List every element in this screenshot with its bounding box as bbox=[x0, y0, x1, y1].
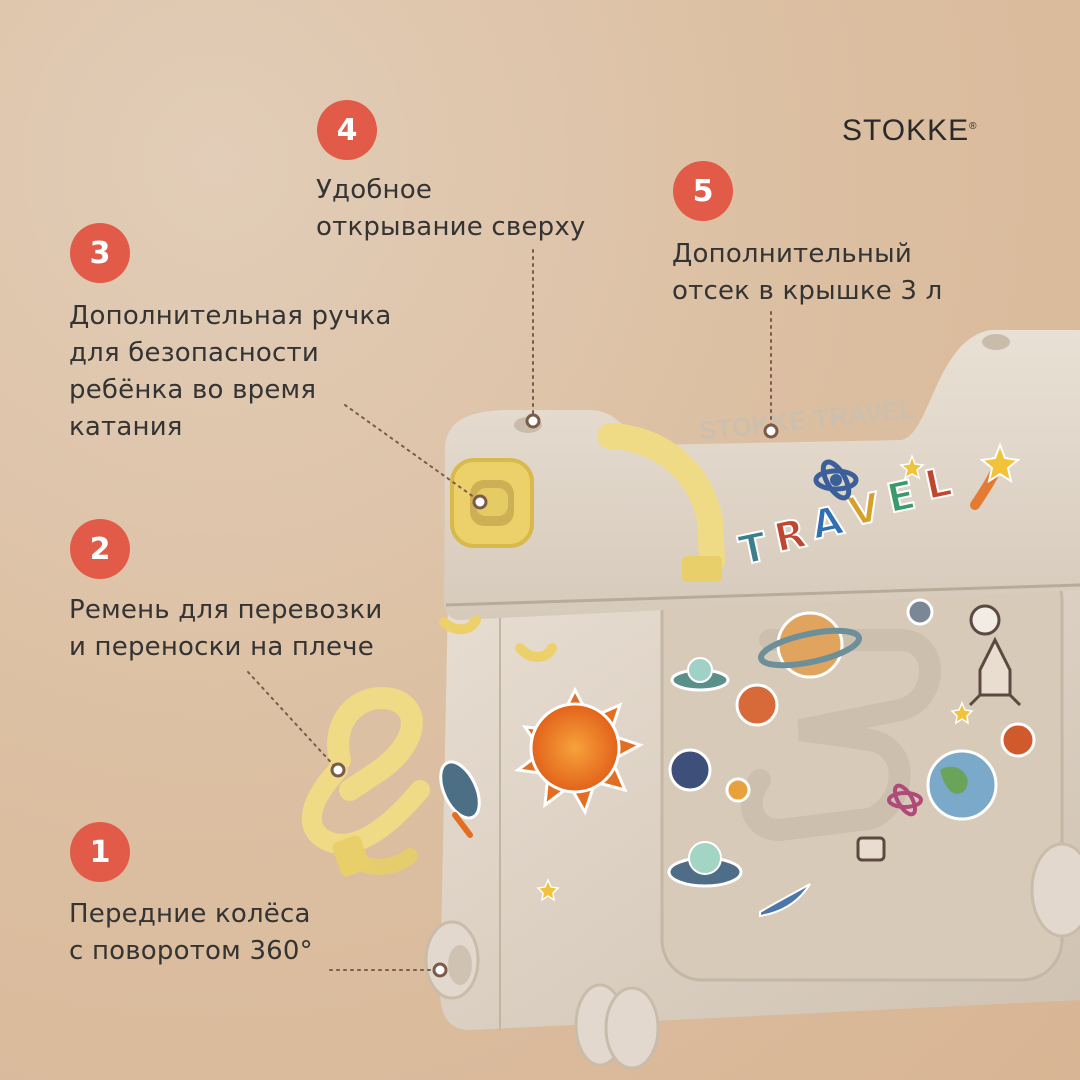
caption-line: открывание сверху bbox=[316, 212, 586, 242]
red-planet-sticker bbox=[1000, 722, 1036, 758]
caption-line: с поворотом 360° bbox=[69, 936, 313, 966]
caption-line: катания bbox=[69, 412, 183, 442]
suitcase-lid: STOKKE TRAVEL bbox=[444, 330, 1080, 620]
lid-strap bbox=[597, 423, 725, 582]
leader-line-3 bbox=[344, 404, 479, 501]
caption-line: Ремень для перевозки bbox=[69, 595, 383, 625]
rocket-sticker bbox=[968, 636, 1022, 707]
side-loop bbox=[439, 615, 481, 635]
caption-line: отсек в крышке 3 л bbox=[672, 276, 943, 306]
leader-dots bbox=[330, 413, 779, 978]
safety-handle bbox=[450, 458, 534, 548]
atom-sticker bbox=[887, 783, 923, 817]
sticker-letter: A bbox=[807, 498, 847, 549]
feature-caption-2: Ремень для перевозки и переноски на плеч… bbox=[69, 592, 383, 666]
feature-caption-1: Передние колёса с поворотом 360° bbox=[69, 896, 313, 970]
ufo-sticker bbox=[670, 657, 730, 692]
feature-badge-2: 2 bbox=[70, 519, 130, 579]
caption-line: Дополнительная ручка bbox=[69, 301, 392, 331]
feature-caption-5: Дополнительный отсек в крышке 3 л bbox=[672, 236, 942, 310]
caption-line: и переноски на плече bbox=[69, 632, 374, 662]
leader-line-2 bbox=[247, 671, 339, 771]
feature-badge-1: 1 bbox=[70, 822, 130, 882]
feature-badge-4: 4 bbox=[317, 100, 377, 160]
caption-line: Дополнительный bbox=[672, 239, 912, 269]
feature-caption-4: Удобное открывание сверху bbox=[316, 172, 586, 246]
caption-line: Удобное bbox=[316, 175, 433, 205]
wheels bbox=[424, 842, 1080, 1070]
robot-sticker bbox=[856, 836, 886, 862]
caption-line: ребёнка во время bbox=[69, 375, 317, 405]
brand-name: STOKKE bbox=[842, 114, 970, 147]
sun-sticker bbox=[514, 686, 644, 816]
atom-sticker bbox=[813, 459, 859, 501]
space-stickers bbox=[439, 442, 1036, 918]
ringed-planet-sticker bbox=[758, 611, 862, 679]
feature-badge-3: 3 bbox=[70, 223, 130, 283]
side-loop bbox=[515, 643, 557, 662]
caption-line: для безопасности bbox=[69, 338, 319, 368]
shoulder-strap bbox=[301, 687, 430, 877]
svg-text:STOKKE TRAVEL: STOKKE TRAVEL bbox=[697, 393, 916, 446]
registered-mark: ® bbox=[969, 121, 978, 132]
astronaut-sticker bbox=[969, 604, 1001, 636]
blue-planet-sticker bbox=[668, 748, 712, 792]
ufo-sticker bbox=[667, 841, 743, 888]
caption-line: Передние колёса bbox=[69, 899, 311, 929]
leader-lines bbox=[247, 249, 772, 971]
brand-logo: STOKKE® bbox=[842, 114, 978, 148]
feature-badge-5: 5 bbox=[673, 161, 733, 221]
rocket-sticker bbox=[439, 760, 481, 838]
suitcase-body bbox=[440, 558, 1080, 1030]
mars-sticker bbox=[735, 683, 779, 727]
sticker-letter: L bbox=[921, 459, 956, 509]
comet-sticker bbox=[759, 883, 811, 918]
feature-caption-3: Дополнительная ручка для безопасности ре… bbox=[69, 298, 391, 446]
